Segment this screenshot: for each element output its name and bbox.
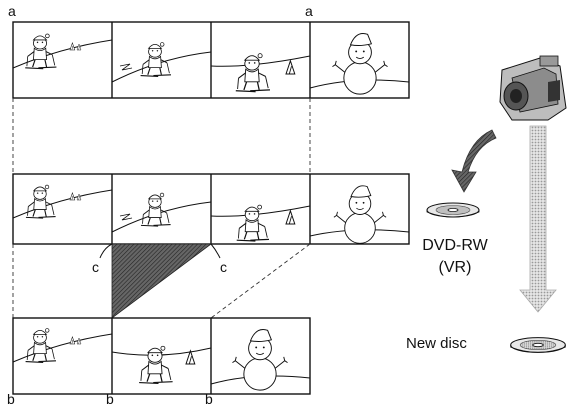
marked-recording-strip (12, 173, 410, 245)
cut-marker-start: c (92, 243, 113, 275)
label-b-1: b (7, 391, 15, 406)
removed-scene-wedge (111, 243, 213, 319)
arrow-to-new-disc-icon (519, 125, 557, 313)
frame-4 (309, 185, 410, 244)
frame-2 (111, 192, 212, 233)
guide-lines-lower (12, 243, 311, 319)
label-c-right: c (220, 259, 227, 275)
cut-marker-end: c (210, 243, 227, 275)
source-disc-label: DVD-RW (422, 237, 488, 254)
frame-1 (12, 33, 113, 70)
source-disc-icon (426, 202, 480, 218)
new-disc-icon (510, 337, 566, 353)
edited-result-strip (12, 317, 311, 395)
arrow-to-source-disc-icon (451, 129, 497, 193)
frame-4 (309, 33, 410, 95)
label-b-2: b (106, 391, 114, 406)
frame-1 (12, 184, 113, 219)
frame-2 (111, 345, 212, 385)
frame-3 (210, 53, 311, 93)
frame-1 (12, 327, 113, 363)
original-recording-strip (12, 21, 410, 99)
new-disc-label: New disc (406, 335, 467, 352)
camcorder-icon (499, 55, 567, 121)
guide-lines-upper (12, 98, 311, 174)
label-b-3: b (205, 391, 213, 406)
label-c-left: c (92, 259, 99, 275)
frame-2 (111, 42, 212, 83)
label-a-right: a (305, 3, 313, 19)
frame-3 (210, 204, 311, 242)
label-a-left: a (8, 3, 16, 19)
frame-3 (210, 329, 311, 391)
source-disc-format: (VR) (439, 259, 472, 276)
